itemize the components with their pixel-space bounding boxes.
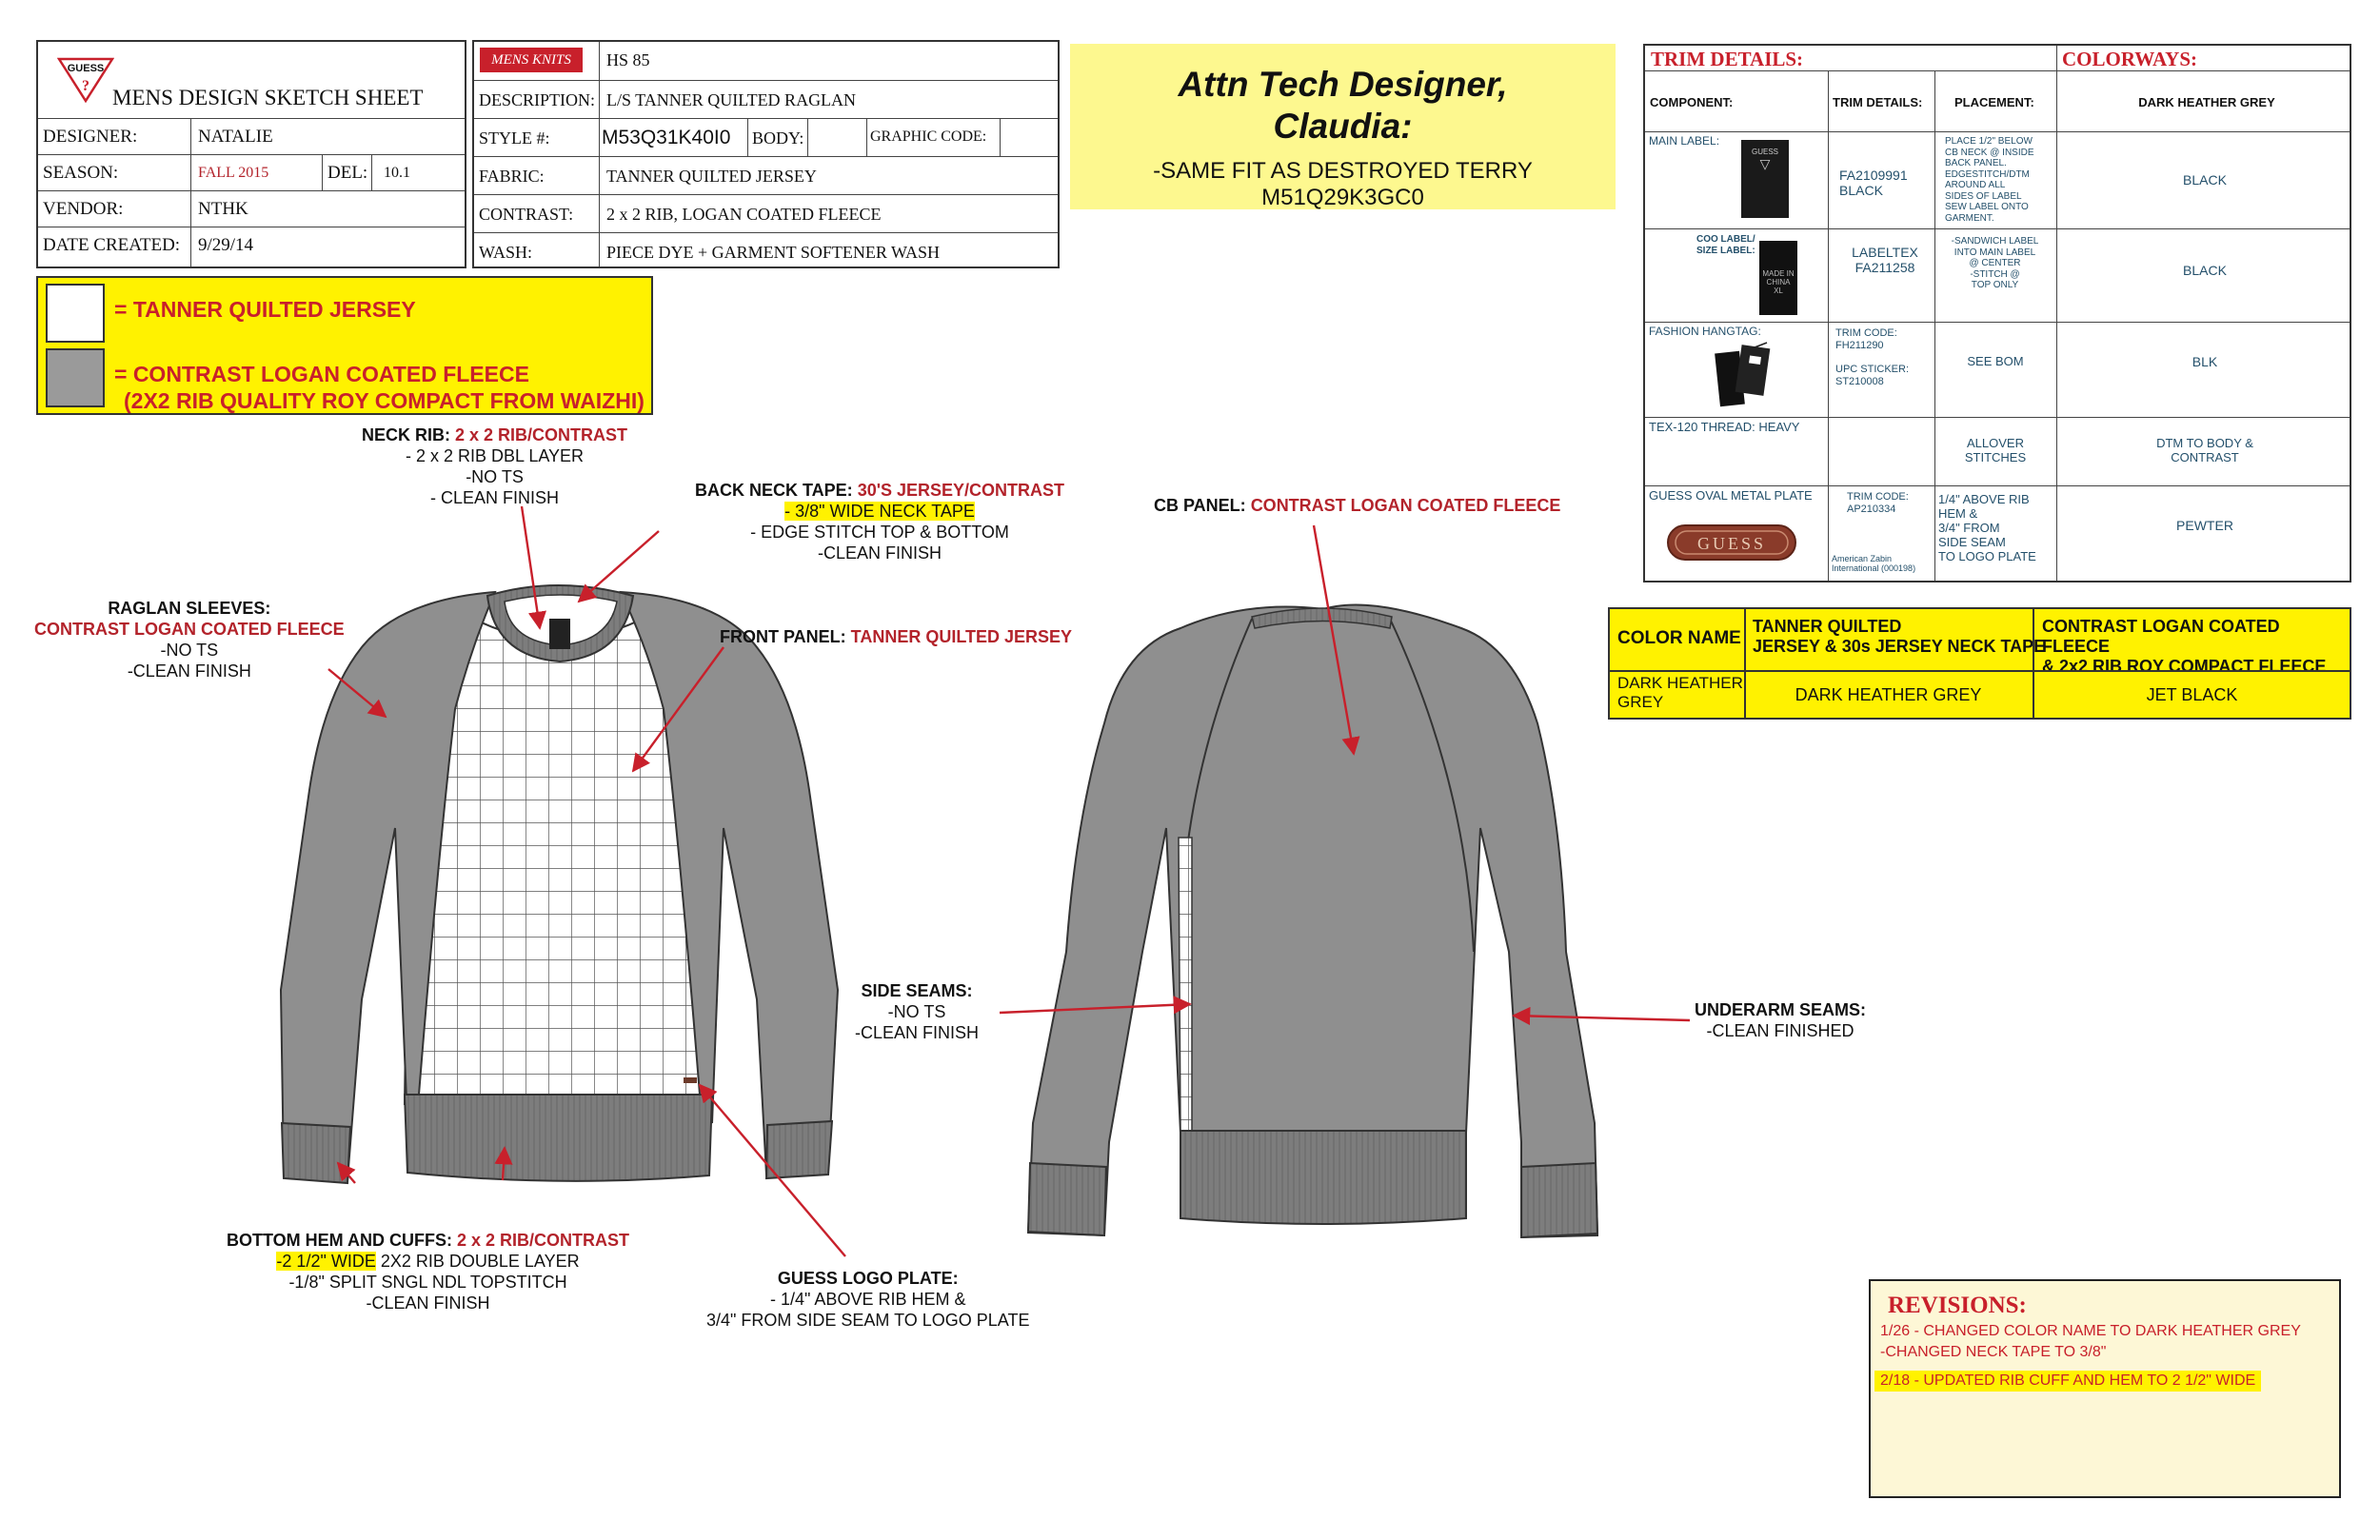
vendor-value: NTHK <box>198 199 248 219</box>
style-number: M53Q31K40I0 <box>602 127 731 148</box>
colorways-title: COLORWAYS: <box>2062 48 2198 70</box>
svg-text:GUESS: GUESS <box>1697 534 1766 553</box>
legend-fleece: = CONTRAST LOGAN COATED FLEECE <box>114 362 529 386</box>
fabric-value: TANNER QUILTED JERSEY <box>606 167 817 186</box>
back-neck-tape-callout: BACK NECK TAPE: 30'S JERSEY/CONTRAST - 3… <box>695 481 1065 563</box>
front-panel-callout: FRONT PANEL: TANNER QUILTED JERSEY <box>720 627 1073 646</box>
del-value: 10.1 <box>384 165 410 181</box>
logo-plate-callout: GUESS LOGO PLATE: - 1/4" ABOVE RIB HEM &… <box>706 1269 1030 1330</box>
season-value: FALL 2015 <box>198 165 269 181</box>
wash-value: PIECE DYE + GARMENT SOFTENER WASH <box>606 243 941 262</box>
season-row: SEASON: FALL 2015 DEL: 10.1 <box>38 154 465 190</box>
guess-logo-icon: GUESS ? <box>57 57 114 103</box>
attn-note: Attn Tech Designer, Claudia: -SAME FIT A… <box>1070 44 1616 210</box>
spec-table: MENS KNITS HS 85 DESCRIPTION: L/S TANNER… <box>472 40 1060 268</box>
raglan-sleeves-callout: RAGLAN SLEEVES: CONTRAST LOGAN COATED FL… <box>34 599 345 681</box>
legend-fleece-sub: (2X2 RIB QUALITY ROY COMPACT FROM WAIZHI… <box>124 388 645 413</box>
svg-text:?: ? <box>82 78 89 94</box>
side-seams-callout: SIDE SEAMS: -NO TS -CLEAN FINISH <box>855 981 980 1042</box>
callout-arrows <box>327 505 1691 1257</box>
revisions-box: REVISIONS: 1/26 - CHANGED COLOR NAME TO … <box>1869 1279 2341 1498</box>
trim-details-table: TRIM DETAILS: COLORWAYS: COMPONENT: TRIM… <box>1643 44 2351 582</box>
description-value: L/S TANNER QUILTED RAGLAN <box>606 90 857 109</box>
legend-jersey: = TANNER QUILTED JERSEY <box>114 297 416 322</box>
svg-text:GUESS: GUESS <box>68 63 105 74</box>
revisions-title: REVISIONS: <box>1888 1293 2027 1318</box>
jersey-swatch <box>46 284 105 343</box>
fabric-legend: = TANNER QUILTED JERSEY = CONTRAST LOGAN… <box>36 276 653 415</box>
color-name-table: COLOR NAME TANNER QUILTED JERSEY & 30s J… <box>1608 607 2351 720</box>
division-badge: MENS KNITS <box>480 48 583 72</box>
designer-row: DESIGNER: NATALIE <box>38 118 465 154</box>
underarm-seams-callout: UNDERARM SEAMS: -CLEAN FINISHED <box>1695 1000 1866 1040</box>
coo-label-image: MADE IN CHINA XL <box>1759 241 1797 315</box>
neck-rib-callout: NECK RIB: 2 x 2 RIB/CONTRAST - 2 x 2 RIB… <box>362 425 628 507</box>
main-label-image: GUESS ▽ <box>1741 140 1789 218</box>
front-sweater-sketch <box>279 584 840 1185</box>
sheet-title: MENS DESIGN SKETCH SHEET <box>112 86 424 109</box>
vendor-row: VENDOR: NTHK <box>38 190 465 227</box>
logo-plate-icon <box>684 1077 697 1083</box>
designer-value: NATALIE <box>198 127 273 147</box>
date-row: DATE CREATED: 9/29/14 <box>38 227 465 268</box>
bottom-hem-callout: BOTTOM HEM AND CUFFS: 2 x 2 RIB/CONTRAST… <box>227 1231 630 1313</box>
hangtag-icon <box>1715 342 1771 407</box>
logo-plate-image: GUESS <box>1667 524 1796 561</box>
date-value: 9/29/14 <box>198 235 254 255</box>
back-sweater-sketch <box>1026 603 1599 1239</box>
trim-title: TRIM DETAILS: <box>1651 48 1804 70</box>
fleece-swatch <box>46 348 105 407</box>
header-table: GUESS ? MENS DESIGN SKETCH SHEET DESIGNE… <box>36 40 466 268</box>
cb-panel-callout: CB PANEL: CONTRAST LOGAN COATED FLEECE <box>1154 496 1561 515</box>
main-label-small-icon <box>549 619 570 649</box>
contrast-value: 2 x 2 RIB, LOGAN COATED FLEECE <box>606 205 882 224</box>
